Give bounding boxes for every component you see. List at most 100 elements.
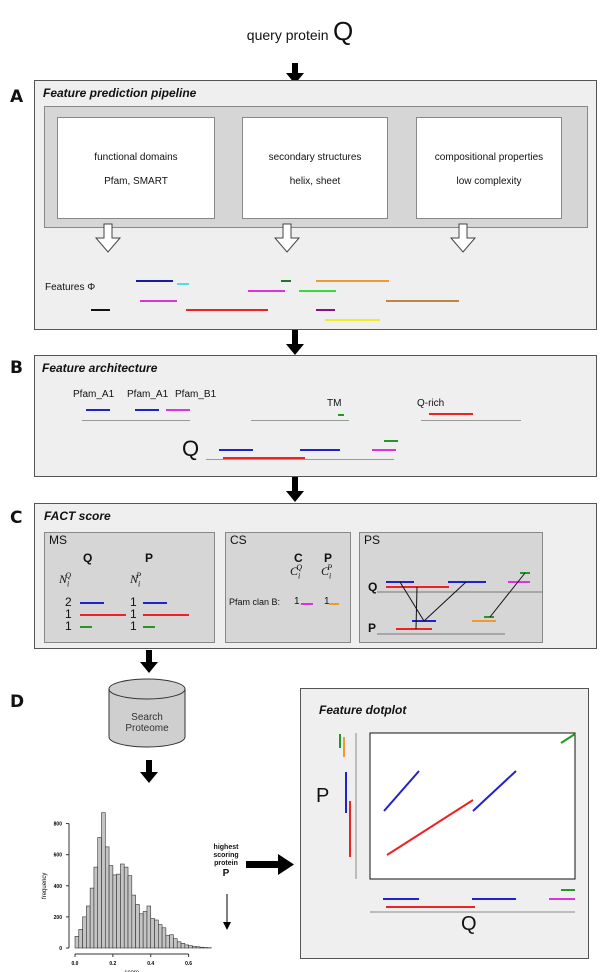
annotation-line3: protein <box>214 860 238 867</box>
feature-segment <box>281 280 291 282</box>
histogram-bar <box>150 918 155 949</box>
histogram-bar <box>120 863 125 949</box>
ms-row-p-count: 1 <box>130 607 137 621</box>
architecture-segment <box>372 449 396 451</box>
database-label: Search Proteome <box>108 712 186 734</box>
histogram-bar <box>131 894 136 949</box>
dotplot-panel: Feature dotplot P Q <box>300 688 589 959</box>
architecture-segment <box>338 414 344 416</box>
feature-segment <box>140 300 177 302</box>
annotation-symbol: P <box>222 868 230 879</box>
feature-segment <box>325 319 380 321</box>
ps-label: PS <box>364 533 381 547</box>
histogram-bar <box>176 941 182 949</box>
ms-np: NiP <box>130 571 141 588</box>
x-axis-label: score <box>124 970 139 972</box>
histogram-bar <box>188 945 193 949</box>
feature-segment <box>316 309 335 311</box>
histogram-bar <box>97 837 102 949</box>
architecture-segment <box>384 440 398 442</box>
database-line2: Proteome <box>125 723 169 734</box>
cs-val-p: 1 <box>324 596 330 607</box>
panel-b-title: Feature architecture <box>42 361 158 375</box>
label-pfam-b1: Pfam_B1 <box>175 389 217 400</box>
query-protein-label: query protein <box>246 27 329 43</box>
ms-row-p-count: 1 <box>130 619 137 633</box>
x-tick-label: 0.4 <box>147 961 154 967</box>
histogram-bar <box>89 887 95 949</box>
histogram-bar <box>158 924 163 949</box>
panel-a-letter: A <box>10 87 24 107</box>
cs-col-c: C <box>294 551 303 565</box>
cs-cq-symbol: C <box>290 564 299 578</box>
arrow-shaft <box>292 330 298 344</box>
ms-np-sup: P <box>136 571 142 580</box>
y-tick-label: 400 <box>54 884 63 890</box>
y-tick-label: 200 <box>54 915 63 921</box>
cs-seg-orange <box>329 603 339 605</box>
panel-b-letter: B <box>10 358 23 378</box>
feature-segment <box>316 280 389 282</box>
dot-match-red <box>386 799 474 856</box>
hollow-arrows <box>94 223 477 253</box>
histogram-bar <box>82 916 87 949</box>
dot-match-green <box>560 733 576 744</box>
feature-segment <box>248 290 285 292</box>
histogram-bar <box>78 929 83 949</box>
architecture-segment <box>86 409 110 411</box>
arrow-down-icon <box>286 73 304 84</box>
panel-c-title: FACT score <box>44 509 111 523</box>
arrow-down-icon <box>286 344 304 355</box>
feature-segment <box>299 290 336 292</box>
database-line1: Search <box>131 712 163 723</box>
histogram-bar <box>146 905 152 949</box>
ms-row-q-count: 1 <box>65 619 72 633</box>
histogram-bar <box>192 946 197 949</box>
ms-np-sub: i <box>138 579 141 589</box>
histogram-bar <box>161 927 167 949</box>
pipeline-box-compositional: compositional properties low complexity <box>416 117 562 219</box>
ms-col-p: P <box>145 551 154 565</box>
y-tick-label: 800 <box>54 822 63 828</box>
label-q-rich: Q-rich <box>417 398 445 409</box>
cs-col-p: P <box>324 551 333 565</box>
ms-row-q-count: 2 <box>65 595 72 609</box>
ms-nq-symbol: N <box>59 572 68 586</box>
histogram-bar <box>101 812 106 949</box>
ms-seg-green-q <box>80 626 92 628</box>
cs-label: CS <box>230 533 247 547</box>
cs-box: CS C P CiQ CiP Pfam clan B: 1 1 <box>225 532 351 643</box>
box-line1: compositional properties <box>434 152 544 163</box>
hollow-arrow-icon <box>449 223 477 253</box>
feature-segment <box>91 309 110 311</box>
dotplot-title: Feature dotplot <box>319 703 407 717</box>
x-tick-label: 0.2 <box>109 961 116 967</box>
cs-cp-symbol: C <box>321 564 330 578</box>
x-tick-label: 0.6 <box>185 961 192 967</box>
pipeline-box-domains: functional domains Pfam, SMART <box>57 117 215 219</box>
annotation-line2: scoring <box>213 852 239 859</box>
pointer-arrow-icon <box>223 894 231 930</box>
query-protein-title: query protein Q <box>0 16 600 47</box>
feature-segment <box>186 309 268 311</box>
arrow-shaft <box>146 760 152 772</box>
dotplot-x-label: Q <box>461 913 477 935</box>
ps-diagram <box>377 572 543 635</box>
histogram-bar <box>165 935 170 949</box>
arrow-down-icon <box>140 772 158 783</box>
architecture-segment <box>429 413 473 415</box>
hollow-arrow-icon <box>273 223 301 253</box>
histogram-bar <box>74 936 80 949</box>
arrow-down-icon <box>140 662 158 673</box>
ps-link <box>489 572 526 618</box>
dotplot-diagram <box>339 732 576 913</box>
histogram-bar <box>139 913 144 949</box>
ms-nq-sub: i <box>67 579 70 589</box>
ps-q-label: Q <box>368 580 378 594</box>
histogram-bar <box>173 938 178 949</box>
ms-nq: NiQ <box>59 571 71 588</box>
ms-seg-red-p <box>143 614 189 616</box>
query-protein-symbol: Q <box>332 16 354 46</box>
dotplot-frame <box>369 732 576 880</box>
box-line2: helix, sheet <box>289 176 341 187</box>
